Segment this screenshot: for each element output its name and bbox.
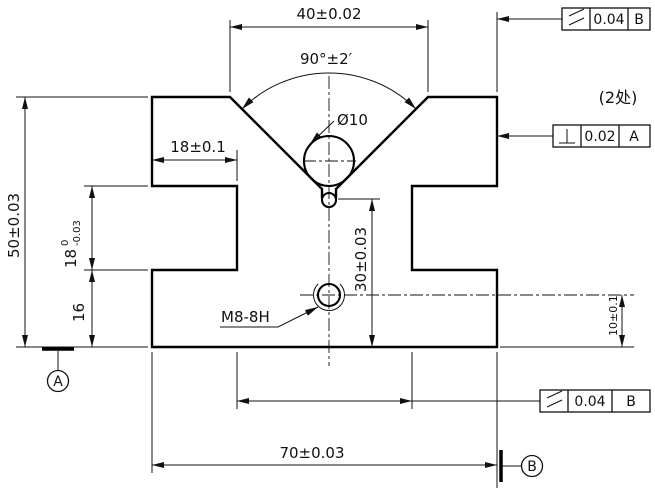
extension-lines	[16, 12, 634, 488]
svg-text:30±0.03: 30±0.03	[352, 227, 370, 292]
dim-overall-height: 50±0.03	[5, 193, 23, 258]
dim-notch-depth: 18±0.1	[170, 138, 226, 156]
dim-notch-height-tol-upper: 0	[60, 240, 71, 246]
perpendicularity-icon	[559, 129, 575, 144]
datum-a-symbol: A	[42, 347, 74, 393]
thread-minor-circle	[316, 282, 342, 308]
dim-hole-to-base: 10±0.1	[607, 295, 620, 336]
fcf-parallelism-bottom: 0.04 B	[539, 389, 651, 413]
datum-a-label: A	[53, 374, 63, 390]
thread-label: M8-8H	[221, 308, 270, 326]
center-lines	[300, 76, 634, 366]
dim-apex-height: 30±0.03	[352, 227, 370, 292]
angle-dimension-arc	[241, 72, 417, 110]
dimension-arrows	[22, 16, 625, 468]
fcf-perpendicularity-right: 0.02 A	[552, 124, 651, 148]
dim-v-opening: 40±0.02	[296, 5, 361, 23]
datum-b-label: B	[527, 459, 537, 475]
thread-leader	[220, 306, 319, 328]
svg-text:16: 16	[70, 303, 88, 322]
parallelism-icon	[568, 8, 585, 26]
fcf-top-datum: B	[634, 12, 644, 28]
dim-gauge-pin: Ø10	[337, 111, 368, 129]
dim-v-angle: 90°±2′	[300, 50, 353, 68]
apex-relief-circle	[320, 191, 338, 209]
dim-notch-height-nominal: 18	[62, 249, 80, 268]
thread-major-arc	[313, 279, 345, 311]
datum-b-symbol: B	[499, 450, 544, 482]
dim-overall-width: 70±0.03	[279, 444, 344, 462]
fcf-bottom-value: 0.04	[574, 394, 605, 410]
fcf-right-value: 0.02	[584, 129, 615, 145]
parallelism-icon	[546, 390, 563, 408]
dim-notch-height: 18 0 -0.03	[60, 220, 83, 268]
fcf-parallelism-top: 0.04 B	[561, 7, 651, 31]
part-outline	[150, 95, 499, 349]
dimension-lines	[24, 18, 623, 466]
fcf-bottom-datum: B	[626, 394, 636, 410]
dim-base-height: 16	[70, 303, 88, 322]
fcf-top-value: 0.04	[593, 12, 624, 28]
note-places: (2处)	[599, 88, 638, 107]
svg-text:50±0.03: 50±0.03	[5, 193, 23, 258]
fcf-right-datum: A	[629, 129, 639, 145]
gauge-pin-circle	[302, 134, 356, 188]
svg-text:10±0.1: 10±0.1	[607, 295, 620, 336]
dim-notch-height-tol-lower: -0.03	[72, 220, 83, 246]
